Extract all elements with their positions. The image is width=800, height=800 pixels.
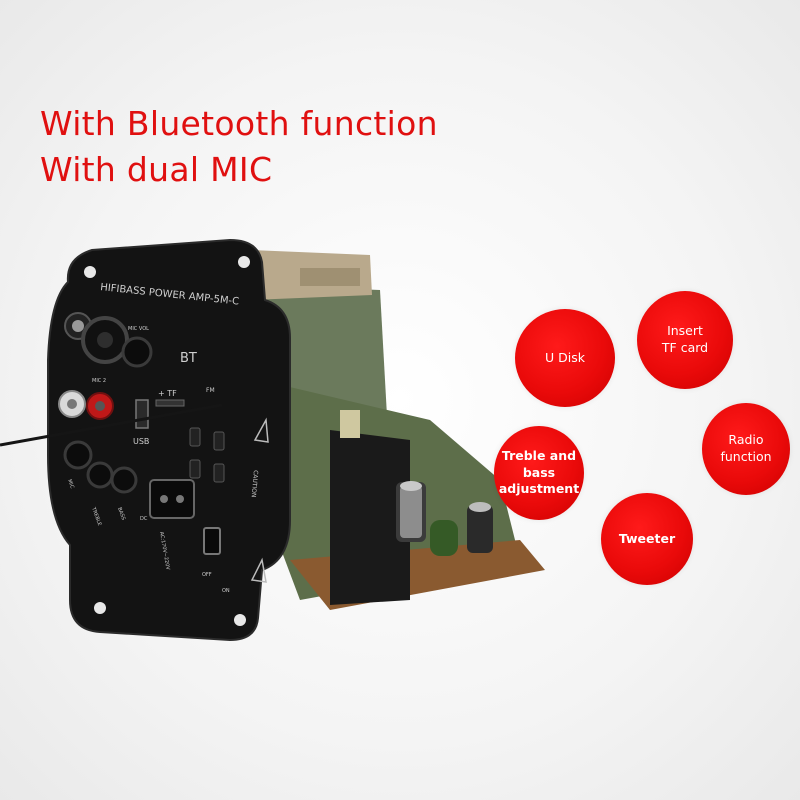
mic-vol-knob <box>121 336 153 368</box>
warning-icon <box>250 557 267 583</box>
panel-caution-label: CAUTION <box>250 470 259 498</box>
feature-bubble-u-disk: U Disk <box>515 309 615 407</box>
power-switch <box>203 527 221 555</box>
mode-button <box>189 459 201 479</box>
rca-jack-center <box>72 320 84 332</box>
panel-off-label: OFF <box>202 572 212 578</box>
screw-hole <box>238 256 250 268</box>
feature-label-treble-bass: Treble and bass adjustment <box>498 447 580 497</box>
antenna-wire <box>0 403 223 447</box>
transformer-box <box>330 430 410 605</box>
capacitor-small-top <box>469 502 491 512</box>
panel-tf-label: + TF <box>158 389 177 398</box>
warning-icon <box>253 417 269 443</box>
component <box>340 410 360 438</box>
feature-bubble-tf-card: Insert TF card <box>637 291 733 389</box>
panel-usb-label: USB <box>133 437 149 446</box>
tf-slot <box>155 399 185 407</box>
capacitor-top <box>400 481 422 491</box>
screw-hole <box>94 602 106 614</box>
film-capacitor <box>430 520 458 556</box>
panel-mic2-label: MIC 2 <box>92 378 106 384</box>
bass-knob <box>110 466 138 494</box>
play-button <box>213 463 225 483</box>
panel-fm-label: FM <box>206 387 215 394</box>
rca-jack-center <box>95 401 105 411</box>
panel-bass-label: BASS <box>116 507 126 521</box>
feature-label-tweeter: Tweeter <box>618 530 676 546</box>
power-socket <box>149 479 195 519</box>
usb-port <box>135 399 149 429</box>
panel-mic-vol-label: MIC VOL <box>128 326 149 332</box>
prev-button <box>189 427 201 447</box>
feature-label-u-disk: U Disk <box>545 349 585 365</box>
feature-bubble-tweeter: Tweeter <box>601 493 693 585</box>
treble-knob <box>86 461 114 489</box>
panel-bt-label: BT <box>180 351 197 366</box>
capacitor-sleeve <box>400 486 422 538</box>
headline-dual-mic: With dual MIC <box>40 150 273 189</box>
next-button <box>213 431 225 451</box>
feature-bubble-treble-bass: Treble and bass adjustment <box>494 426 584 520</box>
socket-pin <box>160 495 168 503</box>
socket-pin <box>176 495 184 503</box>
screw-hole <box>234 614 246 626</box>
volume-knob <box>63 440 93 470</box>
feature-label-radio: Radio function <box>720 432 772 464</box>
panel-dc-label: DC <box>140 516 148 522</box>
rca-jack-center <box>67 399 77 409</box>
screw-hole <box>84 266 96 278</box>
headline-bluetooth: With Bluetooth function <box>40 104 438 143</box>
mic-jack-hole <box>97 332 113 348</box>
panel-on-label: ON <box>222 588 230 594</box>
feature-label-tf-card: Insert TF card <box>661 323 709 355</box>
heatsink-fin <box>300 268 360 286</box>
feature-bubble-radio: Radio function <box>702 403 790 495</box>
capacitor-small <box>467 505 493 553</box>
panel-mic-label: MIC <box>66 479 75 490</box>
